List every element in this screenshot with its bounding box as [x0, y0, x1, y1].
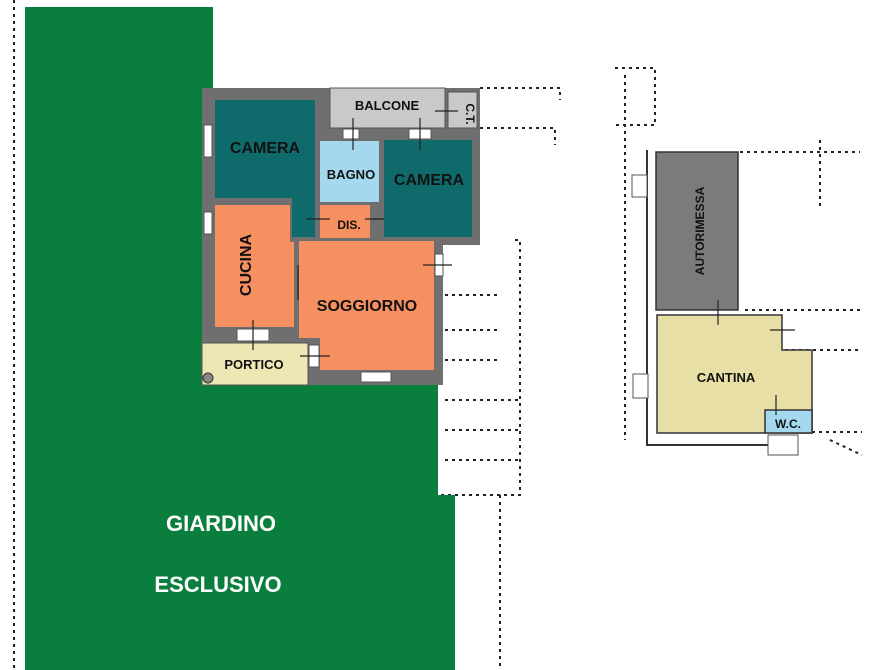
cantina-window [632, 373, 649, 399]
room-wc [764, 409, 813, 434]
room-ct [447, 91, 478, 129]
label-portico: PORTICO [224, 357, 283, 372]
label-camera-1: CAMERA [230, 140, 301, 157]
room-camera-1 [215, 100, 315, 237]
label-esclusivo: ESCLUSIVO [154, 572, 281, 597]
room-bagno [320, 141, 379, 202]
neighbor-outlines [13, 0, 863, 670]
label-soggiorno: SOGGIORNO [317, 298, 417, 315]
garage-outer-wall [646, 150, 770, 446]
label-ct: C.T. [463, 103, 477, 124]
label-cucina: CUCINA [238, 233, 255, 296]
openings [203, 110, 458, 383]
room-portico [201, 342, 309, 386]
room-cucina [215, 205, 294, 327]
label-bagno: BAGNO [327, 167, 375, 182]
garden-area [25, 7, 455, 670]
label-camera-2: CAMERA [394, 172, 465, 189]
room-balcone [329, 87, 446, 129]
label-autorimessa: AUTORIMESSA [693, 186, 707, 275]
wc-window [767, 434, 799, 456]
room-soggiorno [299, 241, 434, 370]
label-wc: W.C. [775, 417, 801, 431]
label-dis: DIS. [337, 218, 360, 232]
room-dis [320, 205, 370, 238]
room-cantina [656, 314, 813, 434]
room-camera-2 [384, 140, 472, 237]
column-icon [202, 372, 214, 384]
label-giardino: GIARDINO [166, 511, 276, 536]
label-balcone: BALCONE [355, 98, 420, 113]
label-cantina: CANTINA [697, 370, 756, 385]
room-autorimessa [655, 151, 739, 311]
garage-window [631, 174, 648, 198]
